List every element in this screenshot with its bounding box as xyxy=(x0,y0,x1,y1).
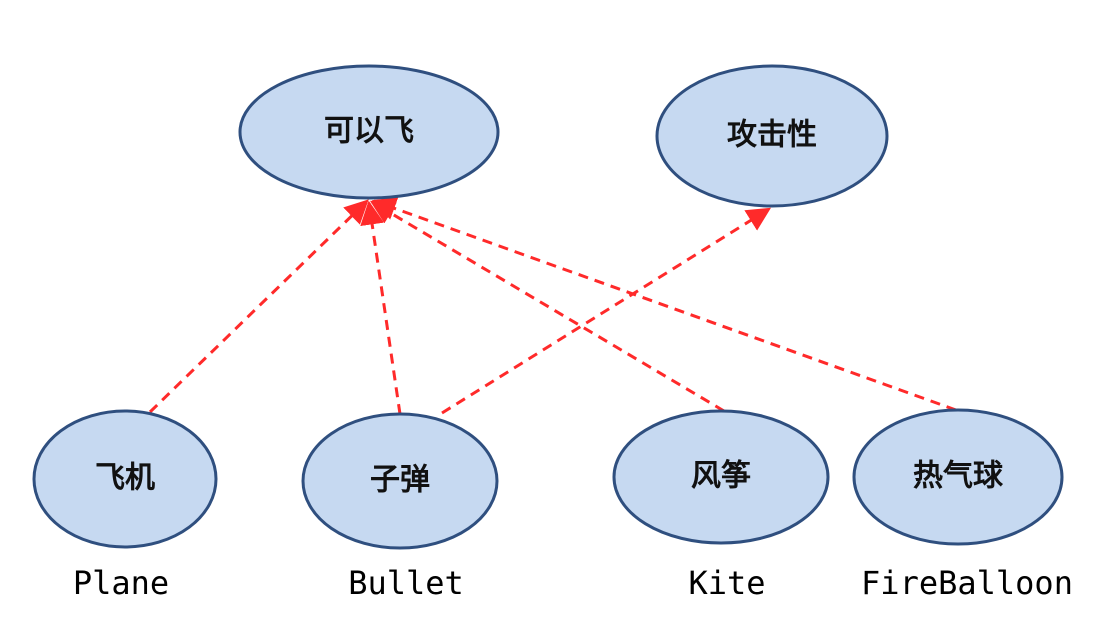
caption-plane: Plane xyxy=(73,564,169,602)
node-fly-label: 可以飞 xyxy=(324,114,414,149)
edge-plane-to-fly xyxy=(148,199,369,414)
node-kite-ellipse xyxy=(612,409,830,545)
node-balloon: 热气球 xyxy=(852,408,1064,546)
node-balloon-label: 热气球 xyxy=(913,459,1004,494)
node-attack-label: 攻击性 xyxy=(727,118,817,153)
node-bullet-label: 子弹 xyxy=(370,463,430,498)
node-fly-ellipse xyxy=(238,64,500,200)
node-plane-ellipse xyxy=(32,409,218,549)
caption-bullet: Bullet xyxy=(348,564,464,602)
node-attack-ellipse xyxy=(655,64,889,208)
node-bullet: 子弹 xyxy=(301,412,499,550)
edge-kite-to-fly xyxy=(369,200,725,413)
node-attack: 攻击性 xyxy=(655,64,889,208)
node-fly: 可以飞 xyxy=(238,64,500,200)
node-bullet-ellipse xyxy=(301,412,499,550)
edge-bullet-to-fly xyxy=(360,200,402,415)
caption-balloon: FireBalloon xyxy=(861,564,1073,602)
node-kite: 风筝 xyxy=(612,409,830,545)
node-plane-label: 飞机 xyxy=(95,461,155,496)
node-balloon-ellipse xyxy=(852,408,1064,546)
edges xyxy=(148,197,957,415)
node-kite-label: 风筝 xyxy=(691,459,751,494)
node-plane: 飞机 xyxy=(32,409,218,549)
edge-balloon-to-fly xyxy=(371,197,957,412)
caption-kite: Kite xyxy=(688,564,765,602)
captions: Plane Bullet Kite FireBalloon xyxy=(73,564,1073,602)
edge-bullet-to-attack xyxy=(441,207,772,415)
